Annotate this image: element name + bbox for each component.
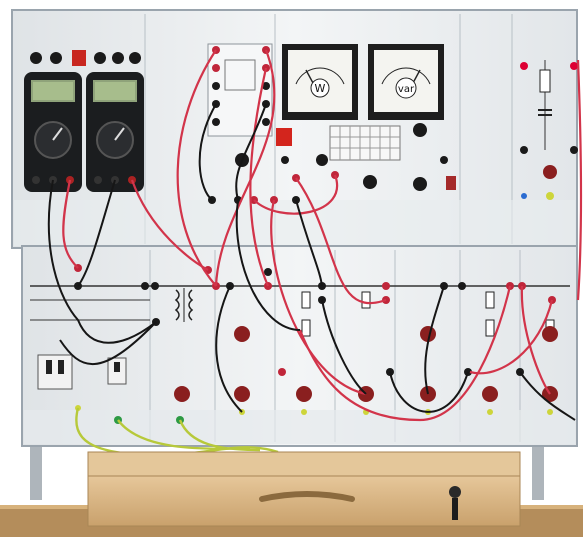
transformer-icon <box>174 288 194 322</box>
lower-panel <box>21 245 578 447</box>
key-icon[interactable] <box>449 486 461 520</box>
circuit-breaker-icon <box>37 354 127 390</box>
rotary-knob-icon <box>235 123 456 191</box>
right-support-leg <box>532 440 544 500</box>
red-wires <box>62 49 583 422</box>
red-indicator <box>276 128 292 146</box>
power-switch-row <box>30 50 141 66</box>
wattmeter: W <box>282 44 358 120</box>
resistor-icon <box>520 60 578 200</box>
bench-drawer <box>87 451 521 527</box>
varmeter: var <box>368 44 444 120</box>
terminal-jack-icon <box>207 43 273 137</box>
multimeter-icon <box>86 72 144 192</box>
drawer-handle-icon[interactable] <box>259 491 355 502</box>
black-wires <box>47 103 576 421</box>
multimeter-icon <box>24 72 82 192</box>
varmeter-unit: var <box>398 84 415 95</box>
wattmeter-unit: W <box>315 82 326 95</box>
left-support-leg <box>30 440 42 500</box>
control-grid <box>276 125 401 161</box>
